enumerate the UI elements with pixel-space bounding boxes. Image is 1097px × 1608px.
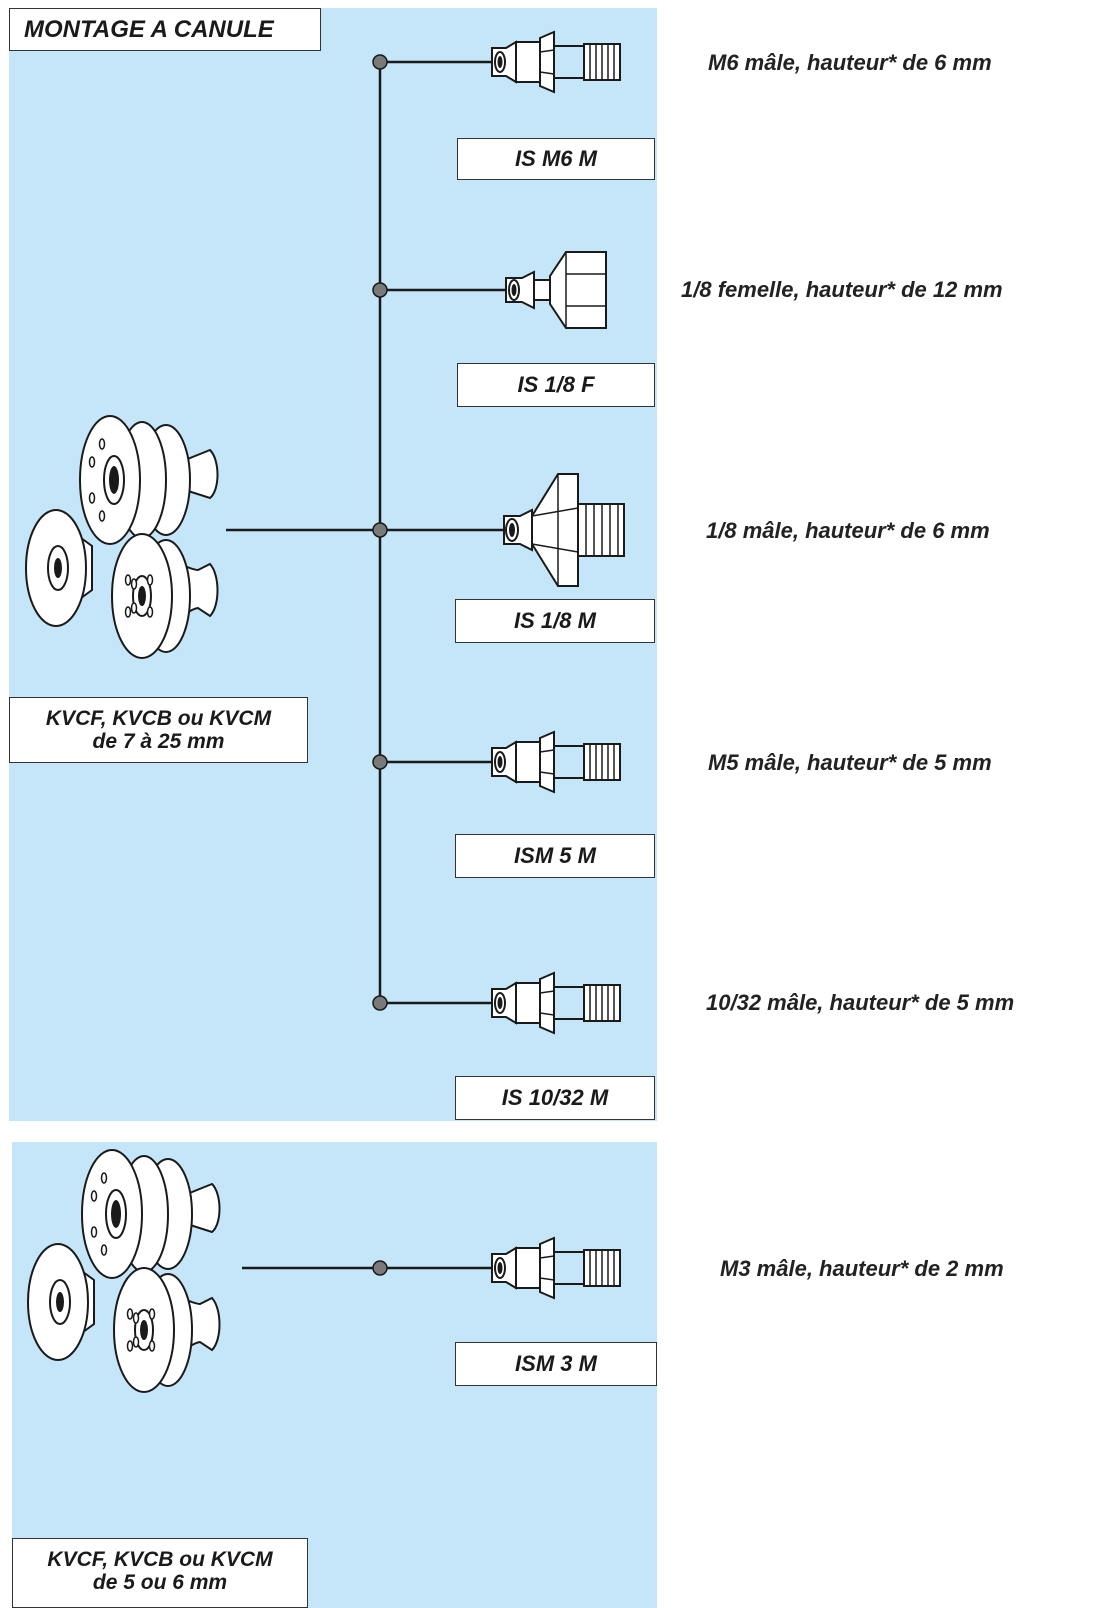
cup-range-line2: de 7 à 25 mm <box>92 730 225 753</box>
junction-node <box>372 282 388 298</box>
male-thread-fitting-icon <box>491 1237 621 1299</box>
junction-node <box>372 1260 388 1276</box>
fitting-description: M3 mâle, hauteur* de 2 mm <box>720 1256 1004 1281</box>
diagram-title: MONTAGE A CANULE <box>9 8 321 51</box>
fitting-description: 1/8 mâle, hauteur* de 6 mm <box>706 518 990 543</box>
suction-cups-icon <box>25 415 219 659</box>
male-thread-fitting-icon <box>491 972 621 1034</box>
fitting-description: 10/32 mâle, hauteur* de 5 mm <box>706 990 1015 1015</box>
fitting-code-label: IS 1/8 F <box>457 363 655 407</box>
fitting-description: 1/8 femelle, hauteur* de 12 mm <box>681 277 1003 302</box>
suction-cups-icon <box>27 1149 221 1393</box>
male-thread-fitting-icon <box>491 731 621 793</box>
junction-node <box>372 54 388 70</box>
cup-range-line1: KVCF, KVCB ou KVCM <box>47 1548 273 1571</box>
fitting-code-label: IS 1/8 M <box>455 599 655 643</box>
fitting-description: M5 mâle, hauteur* de 5 mm <box>708 750 992 775</box>
fitting-code-label: ISM 5 M <box>455 834 655 878</box>
fitting-description: M6 mâle, hauteur* de 6 mm <box>708 50 992 75</box>
cup-range-line1: KVCF, KVCB ou KVCM <box>45 707 272 730</box>
fitting-code-label: IS M6 M <box>457 138 655 180</box>
cup-range-label: KVCF, KVCB ou KVCM de 7 à 25 mm <box>9 697 308 763</box>
large-male-hex-fitting-icon <box>503 473 625 587</box>
junction-node <box>372 522 388 538</box>
male-thread-fitting-icon <box>491 31 621 93</box>
junction-node <box>372 754 388 770</box>
cup-range-line2: de 5 ou 6 mm <box>92 1571 228 1594</box>
fitting-code-label: ISM 3 M <box>455 1342 657 1386</box>
female-hex-fitting-icon <box>505 251 607 329</box>
junction-node <box>372 995 388 1011</box>
cup-range-label: KVCF, KVCB ou KVCM de 5 ou 6 mm <box>12 1538 308 1608</box>
fitting-code-label: IS 10/32 M <box>455 1076 655 1120</box>
